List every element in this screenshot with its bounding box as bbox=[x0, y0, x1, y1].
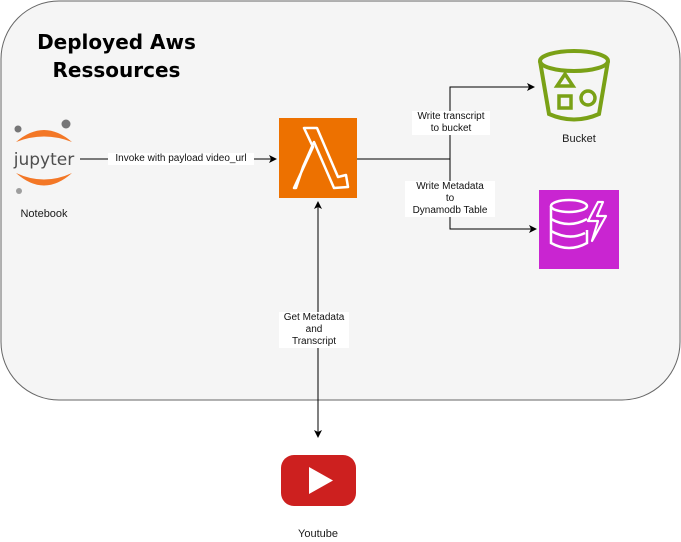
s3-bucket-icon bbox=[538, 49, 610, 122]
youtube-logo-icon bbox=[281, 455, 356, 506]
bucket-label: Bucket bbox=[562, 133, 596, 145]
edge-label-invoke: Invoke with payload video_url bbox=[108, 153, 254, 165]
edge-label-line: Dynamodb Table bbox=[412, 205, 488, 216]
jupyter-logo-text: jupyter bbox=[13, 150, 74, 170]
aws-container bbox=[0, 0, 681, 401]
edge-label-line: Write Metadata bbox=[416, 181, 484, 192]
dynamodb-table-icon bbox=[539, 190, 619, 269]
edge-label-line: Get Metadata bbox=[283, 312, 345, 323]
notebook-label: Notebook bbox=[20, 208, 68, 220]
jupyter-logo-icon: jupyter bbox=[13, 119, 74, 194]
youtube-label: Youtube bbox=[298, 528, 338, 540]
diagram-title: Deployed Aws Ressources bbox=[37, 30, 196, 82]
edge-label-line: Write transcript bbox=[417, 111, 485, 122]
edge-label-write-transcript: Write transcript to bucket bbox=[412, 111, 490, 135]
edge-label-get-metadata: Get Metadata and Transcript bbox=[279, 312, 349, 348]
aws-lambda-icon bbox=[279, 118, 357, 198]
edge-label-line: and bbox=[305, 324, 323, 335]
edge-label-line: to bbox=[445, 193, 455, 204]
edge-label-write-metadata: Write Metadata to Dynamodb Table bbox=[405, 181, 495, 217]
edge-label-line: Transcript bbox=[291, 336, 337, 347]
edge-label-line: to bucket bbox=[430, 123, 472, 134]
